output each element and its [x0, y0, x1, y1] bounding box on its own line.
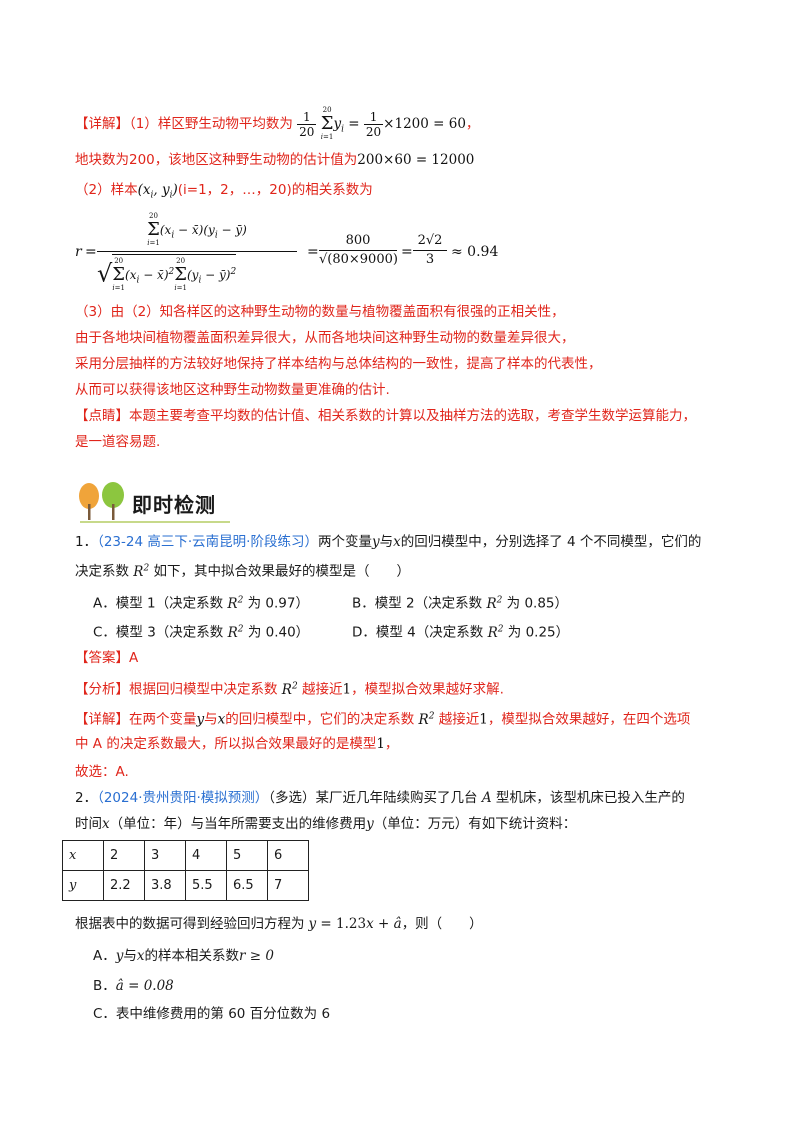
detail-text: （1）样区野生动物平均数为	[129, 116, 293, 132]
sample-pair: (xi, yi)	[137, 182, 178, 201]
detail-line-4: （3）由（2）知各样区的这种野生动物的数量与植物覆盖面积有很强的正相关性，	[75, 304, 565, 320]
detail-line-6: 采用分层抽样的方法较好地保持了样本结构与总体结构的一致性，提高了样本的代表性，	[75, 356, 602, 372]
q1-detail-2: 中 A 的决定系数最大，所以拟合效果最好的是模型1，	[75, 736, 399, 752]
tree-icon	[79, 482, 124, 520]
table-cell: 6	[267, 840, 309, 871]
section-title: 即时检测	[132, 493, 216, 517]
q1-option-d[interactable]: D．模型 4（决定系数 R2 为 0.25）	[352, 624, 570, 641]
q1-analysis: 【分析】根据回归模型中决定系数 R2 越接近1，模型拟合效果越好求解.	[75, 681, 504, 698]
table-cell: 3	[144, 840, 186, 871]
q2-number: 2．	[75, 790, 98, 806]
corr-right-fraction: 2√2 3	[413, 232, 447, 269]
table-header-y: y	[62, 870, 104, 901]
q1-answer: 【答案】A	[75, 650, 139, 666]
mean-result: ×1200 = 60	[383, 116, 466, 132]
detail-line-7: 从而可以获得该地区这种野生动物数量更准确的估计.	[75, 382, 390, 398]
corr-r: r	[75, 244, 82, 260]
q2-source: （2024·贵州贵阳·模拟预测）	[97, 790, 269, 806]
comment-line-2: 是一道容易题.	[75, 434, 161, 450]
q2-option-c[interactable]: C．表中维修费用的第 60 百分位数为 6	[93, 1006, 331, 1022]
estimate-math: 200×60 = 12000	[357, 152, 475, 168]
stats-table: x 2 3 4 5 6 y 2.2 3.8 5.5 6.5 7	[62, 840, 309, 901]
detail-line-5: 由于各地块间植物覆盖面积差异很大，从而各地块间这种野生动物的数量差异很大，	[75, 330, 575, 346]
table-cell: 2	[103, 840, 145, 871]
q1-source: （23-24 高三下·云南昆明·阶段练习）	[97, 534, 318, 550]
q2-option-a[interactable]: A．y与x的样本相关系数r ≥ 0	[93, 948, 274, 964]
q2-stem-line-2: 时间x（单位：年）与当年所需要支出的维修费用y（单位：万元）有如下统计资料：	[75, 816, 577, 832]
q1-detail-1: 【详解】在两个变量y与x的回归模型中，它们的决定系数 R2 越接近1，模型拟合效…	[75, 711, 691, 728]
q2-option-b[interactable]: B．â = 0.08	[93, 978, 174, 994]
table-cell: 3.8	[144, 870, 186, 901]
table-header-x: x	[62, 840, 104, 871]
q1-option-a[interactable]: A．模型 1（决定系数 R2 为 0.97）	[93, 595, 309, 612]
detail-line-2: 地块数为200，该地区这种野生动物的估计值为200×60 = 12000	[75, 152, 475, 168]
q1-final: 故选：A.	[75, 764, 129, 780]
table-cell: 7	[267, 870, 309, 901]
table-cell: 2.2	[103, 870, 145, 901]
table-cell: 6.5	[226, 870, 268, 901]
table-row-y: y 2.2 3.8 5.5 6.5 7	[62, 870, 309, 901]
detail-line-3: （2）样本(xi, yi)(i=1，2，…，20)的相关系数为	[75, 182, 373, 201]
detail-tag: 【详解】	[75, 116, 129, 132]
q2-stem-line-1: 2．（2024·贵州贵阳·模拟预测）（多选）某厂近几年陆续购买了几台 A 型机床…	[75, 790, 685, 806]
q1-stem-line-2: 决定系数 R2 如下，其中拟合效果最好的模型是（ ）	[75, 563, 410, 580]
table-row-x: x 2 3 4 5 6	[62, 840, 309, 871]
corr-value: ≈ 0.94	[451, 244, 499, 260]
q1-number: 1．	[75, 534, 98, 550]
table-cell: 4	[185, 840, 227, 871]
section-underline	[80, 521, 230, 523]
q1-option-c[interactable]: C．模型 3（决定系数 R2 为 0.40）	[93, 624, 310, 641]
corr-mid-fraction: 800 √(80×9000)	[319, 233, 398, 267]
table-cell: 5.5	[185, 870, 227, 901]
q1-option-b[interactable]: B．模型 2（决定系数 R2 为 0.85）	[352, 595, 569, 612]
comment-line-1: 【点睛】本题主要考查平均数的估计值、相关系数的计算以及抽样方法的选取，考查学生数…	[75, 408, 696, 424]
section-heading	[75, 482, 235, 522]
table-cell: 5	[226, 840, 268, 871]
q1-stem-line-1: 1．（23-24 高三下·云南昆明·阶段练习）两个变量y与x的回归模型中，分别选…	[75, 534, 702, 550]
